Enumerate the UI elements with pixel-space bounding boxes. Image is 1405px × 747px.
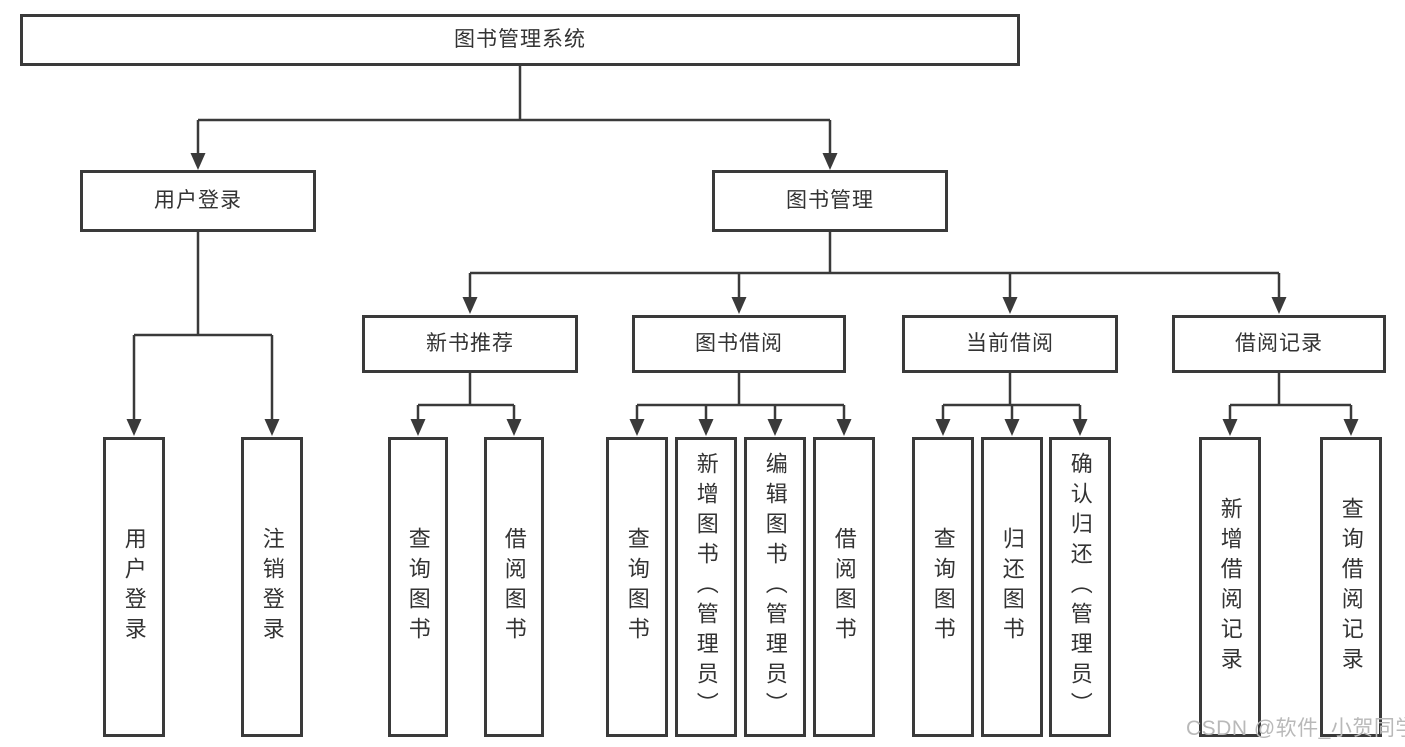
node-borrow-records: 借阅记录 — [1172, 315, 1386, 373]
node-new-book-recommend: 新书推荐 — [362, 315, 578, 373]
node-edit-book-admin: 编辑图书（管理员） — [744, 437, 806, 737]
node-add-borrow-record: 新增借阅记录 — [1199, 437, 1261, 737]
node-query-books-current: 查询图书 — [912, 437, 974, 737]
node-user-login-leaf: 用户登录 — [103, 437, 165, 737]
node-add-book-admin: 新增图书（管理员） — [675, 437, 737, 737]
node-book-borrowing: 图书借阅 — [632, 315, 846, 373]
node-library-system: 图书管理系统 — [20, 14, 1020, 66]
node-query-borrow-record: 查询借阅记录 — [1320, 437, 1382, 737]
node-borrow-books-recommend: 借阅图书 — [484, 437, 544, 737]
watermark: CSDN @软件_小贺同学 — [1186, 717, 1405, 740]
node-logout: 注销登录 — [241, 437, 303, 737]
arrowheads — [126, 153, 1359, 436]
node-borrow-books-borrowing: 借阅图书 — [813, 437, 875, 737]
node-book-management: 图书管理 — [712, 170, 948, 232]
node-return-books: 归还图书 — [981, 437, 1043, 737]
node-current-borrowing: 当前借阅 — [902, 315, 1118, 373]
node-confirm-return-admin: 确认归还（管理员） — [1049, 437, 1111, 737]
node-user-login: 用户登录 — [80, 170, 316, 232]
node-query-books-recommend: 查询图书 — [388, 437, 448, 737]
node-query-books-borrowing: 查询图书 — [606, 437, 668, 737]
